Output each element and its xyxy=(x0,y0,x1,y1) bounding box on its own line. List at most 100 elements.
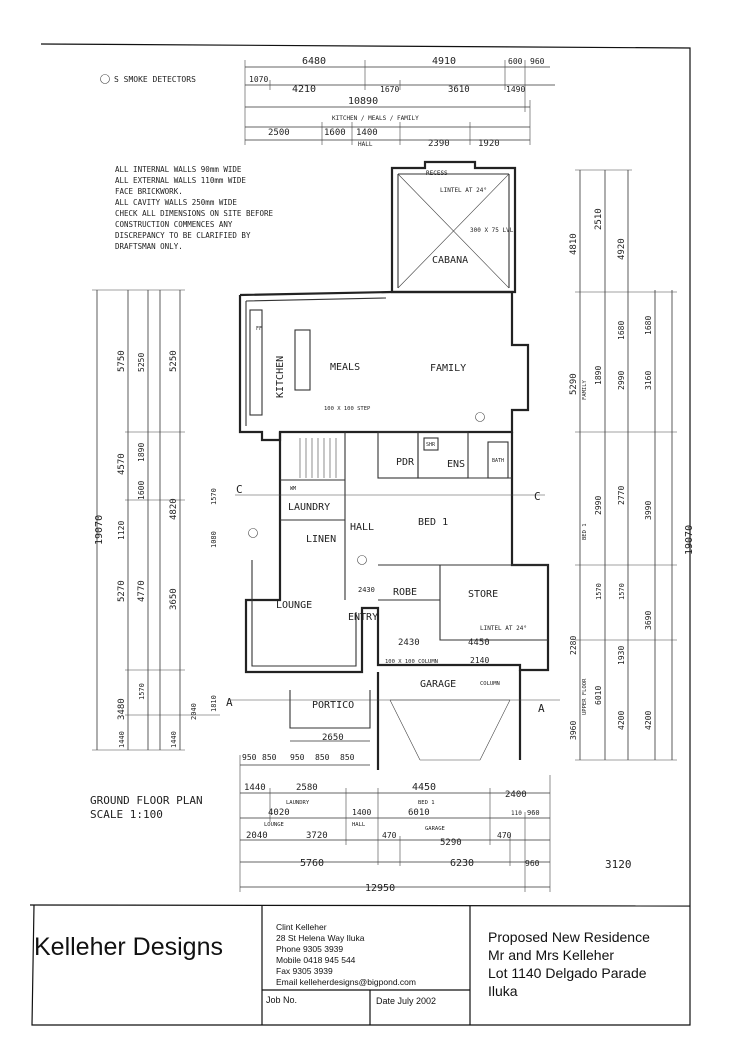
dim-top-1070: 1070 xyxy=(249,75,268,84)
contact-mobile: Mobile 0418 945 544 xyxy=(276,955,356,965)
dim-left-19070: 19070 xyxy=(94,515,105,545)
dim-bottom-960b: 960 xyxy=(525,859,540,868)
dim-right-4920: 4920 xyxy=(617,238,627,260)
room-robe: ROBE xyxy=(393,587,417,598)
dim-right-1680a: 1680 xyxy=(617,321,626,340)
dim-left-3480: 3480 xyxy=(117,698,127,720)
dim-bottom-4020: 4020 xyxy=(268,808,290,818)
note-line-6: CONSTRUCTION COMMENCES ANY xyxy=(115,220,233,229)
dim-left-1600: 1600 xyxy=(137,481,146,500)
label-step: 100 X 100 STEP xyxy=(324,406,371,412)
note-line-2: ALL EXTERNAL WALLS 110mm WIDE xyxy=(115,176,246,185)
section-mark-c-right: C xyxy=(534,490,541,503)
dim-left-1440a: 1440 xyxy=(118,731,126,748)
dim-top-1600: 1600 xyxy=(324,128,346,138)
dim-top-4910: 4910 xyxy=(432,56,456,67)
dim-left-3650: 3650 xyxy=(169,588,179,610)
dim-bottom-12950: 12950 xyxy=(365,883,395,894)
dim-left-5270: 5270 xyxy=(117,580,127,602)
section-mark-c-left: C xyxy=(236,483,243,496)
label-bath: BATH xyxy=(492,458,504,464)
dim-top-960: 960 xyxy=(530,57,545,66)
label-shr: SHR xyxy=(426,442,436,448)
plan-walls xyxy=(230,160,560,770)
dim-left-4770: 4770 xyxy=(137,580,147,602)
dim-bottom-label-laundry: LAUNDRY xyxy=(286,800,310,806)
dim-bottom-4450: 4450 xyxy=(412,782,436,793)
dim-right-1890: 1890 xyxy=(594,366,603,385)
note-line-1: ALL INTERNAL WALLS 90mm WIDE xyxy=(115,165,242,174)
section-marks: A A C C xyxy=(226,483,545,715)
smoke-detector-hall xyxy=(357,555,367,565)
dim-right-4200a: 4200 xyxy=(617,711,626,730)
dim-right-1680b: 1680 xyxy=(644,316,653,335)
dim-bottom-3720: 3720 xyxy=(306,831,328,841)
label-ff: FF xyxy=(256,326,262,332)
room-meals: MEALS xyxy=(330,362,360,373)
room-store: STORE xyxy=(468,589,498,600)
dim-right-3690: 3690 xyxy=(644,611,653,630)
room-labels: CABANA KITCHEN MEALS FAMILY PDR ENS LAUN… xyxy=(275,255,498,711)
dim-top-10890: 10890 xyxy=(348,96,378,107)
dim-top-4210: 4210 xyxy=(292,84,316,95)
dim-left-4570: 4570 xyxy=(117,453,127,475)
dim-top-hall: HALL xyxy=(358,141,373,148)
note-line-5: CHECK ALL DIMENSIONS ON SITE BEFORE xyxy=(115,209,274,218)
label-recess: RECESS xyxy=(426,170,448,177)
label-lintel-store: LINTEL AT 24° xyxy=(480,625,527,632)
note-line-4: ALL CAVITY WALLS 250mm WIDE xyxy=(115,198,237,207)
room-ens: ENS xyxy=(447,459,465,470)
room-pdr: PDR xyxy=(396,457,415,468)
right-dimensions: 4810 2510 4920 1680 1680 5290 1890 2990 … xyxy=(569,169,695,761)
dim-bottom-960a: 960 xyxy=(527,809,540,817)
dim-left-5750: 5750 xyxy=(117,350,127,372)
dim-bottom-5760: 5760 xyxy=(300,858,324,869)
dim-right-label-bed1: BED 1 xyxy=(582,523,588,540)
dim-right-2510: 2510 xyxy=(594,208,604,230)
dim-top-kitchen-meals-family: KITCHEN / MEALS / FAMILY xyxy=(332,115,419,122)
room-garage: GARAGE xyxy=(420,679,456,690)
dim-top-2500: 2500 xyxy=(268,128,290,138)
label-column-right: COLUMN xyxy=(480,681,500,687)
kitchen-island xyxy=(294,329,311,391)
dim-bottom-950b: 950 xyxy=(290,753,305,762)
dim-bottom-1440: 1440 xyxy=(244,783,266,793)
dim-top-600: 600 xyxy=(508,57,523,66)
dim-left-5250a: 5250 xyxy=(137,353,146,372)
dim-bottom-label-lounge: LOUNGE xyxy=(264,822,284,828)
dim-right-2990a: 2990 xyxy=(617,371,626,390)
note-line-8: DRAFTSMAN ONLY. xyxy=(115,242,183,251)
garage-roof-lines xyxy=(389,699,511,761)
room-laundry: LAUNDRY xyxy=(288,502,330,513)
small-annotations: RECESS LINTEL AT 24° 300 X 75 LVL LINTEL… xyxy=(256,170,527,687)
dim-bottom-850c: 850 xyxy=(340,753,355,762)
top-dimensions: 6480 4910 600 960 1070 4210 1670 3610 14… xyxy=(244,56,555,149)
dim-bottom-470b: 470 xyxy=(497,831,512,840)
dim-left-5250b: 5250 xyxy=(169,350,179,372)
smoke-symbol-legend xyxy=(100,74,110,84)
inner-dim-2430: 2430 xyxy=(358,586,375,594)
bottom-dimensions: 2650 950 850 950 850 850 1440 2580 4450 … xyxy=(239,733,632,894)
contact-name: Clint Kelleher xyxy=(276,922,327,932)
left-dimensions: 19070 5750 5250 5250 4570 1890 1600 1120… xyxy=(92,289,220,751)
dim-bottom-label-bed1: BED 1 xyxy=(418,800,435,806)
smoke-detector-family xyxy=(475,412,485,422)
room-cabana: CABANA xyxy=(432,255,468,266)
inner-dim-2430b: 2430 xyxy=(398,638,420,648)
dim-left-1570: 1570 xyxy=(138,683,146,700)
section-mark-a-right: A xyxy=(538,702,545,715)
room-kitchen: KITCHEN xyxy=(275,356,286,398)
smoke-detectors-note: S SMOKE DETECTORS xyxy=(114,75,196,84)
dim-bottom-label-hall: HALL xyxy=(352,822,366,828)
dim-right-3960: 3960 xyxy=(569,721,578,740)
cabana-roof-hip-lines xyxy=(397,173,510,289)
dim-bottom-850a: 850 xyxy=(262,753,277,762)
room-entry: ENTRY xyxy=(348,612,378,623)
room-bed-1: BED 1 xyxy=(418,517,448,528)
contact-email: Email kelleherdesigns@bigpond.com xyxy=(276,977,416,987)
inner-dim-2140: 2140 xyxy=(470,656,489,665)
dim-bottom-2650: 2650 xyxy=(322,733,344,743)
dim-bottom-2400: 2400 xyxy=(505,790,527,800)
room-lounge: LOUNGE xyxy=(276,600,312,611)
